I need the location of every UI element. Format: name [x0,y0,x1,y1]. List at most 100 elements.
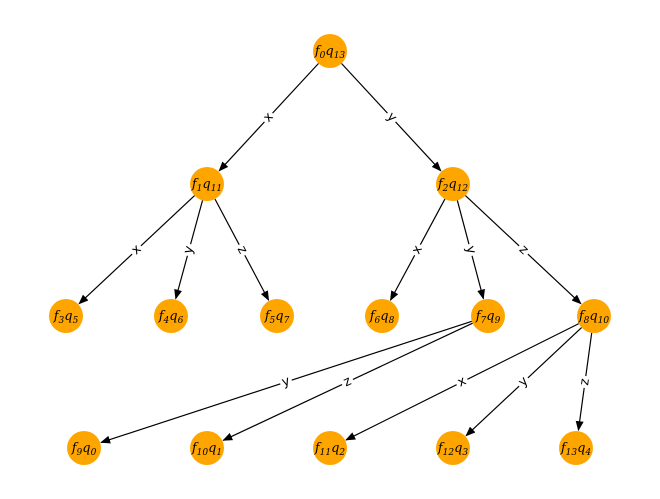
node-label-symbol: f [475,309,483,324]
node-label-symbol: f [369,309,377,324]
node-label-symbol: q [169,309,177,324]
node-label-symbol: q [577,441,585,456]
edge-label-n8-n13: z [576,374,593,389]
node-label-subscript: 1 [216,448,222,458]
node-n3: f3q5 [49,299,83,333]
node-label-symbol: f [560,441,568,456]
node-label-subscript: 0 [320,51,326,61]
node-label-symbol: f [437,441,445,456]
node-label-symbol: q [454,441,462,456]
node-n9: f9q0 [67,431,101,465]
node-n11: f11q2 [313,431,347,465]
edges-layer [78,63,593,444]
edge-label-n2-n8: z [514,240,534,260]
node-label-symbol: f [158,309,166,324]
node-n6: f6q8 [365,299,399,333]
node-label-subscript: 13 [334,51,346,61]
node-label-subscript: 7 [284,316,290,326]
node-n8: f8q10 [577,299,611,333]
node-label: f12q3 [437,441,469,458]
edge-label-text: z [577,377,593,386]
node-n2: f2q12 [436,167,470,201]
node-label-symbol: f [578,309,586,324]
node-label: f8q10 [578,309,610,326]
node-label-symbol: f [53,309,61,324]
edge-label-text: y [181,244,198,256]
node-n5: f5q7 [260,299,294,333]
node-circle [365,299,399,333]
edge-label-text: y [462,244,479,256]
node-label-subscript: 13 [566,448,578,458]
node-label-symbol: f [264,309,272,324]
node-label-subscript: 2 [442,184,449,194]
node-label-subscript: 4 [163,316,170,326]
node-circle [49,299,83,333]
node-label-subscript: 3 [462,448,468,458]
node-label-subscript: 5 [73,316,79,326]
edge-label-n7-n9: y [277,372,294,391]
node-label-subscript: 10 [598,316,610,326]
edge-label-n1-n3: x [126,240,146,260]
node-label: f9q0 [71,441,97,458]
node-label-symbol: q [202,177,210,192]
edge-label-n2-n7: y [462,242,480,258]
node-label-symbol: f [314,44,322,59]
node-label-symbol: q [82,441,90,456]
node-label-symbol: q [486,309,494,324]
node-label-subscript: 8 [584,316,590,326]
edge-label-n1-n4: y [179,242,198,258]
node-label: f2q12 [437,177,469,194]
node-label: f3q5 [53,309,79,326]
node-label-subscript: 1 [197,184,203,194]
node-label: f6q8 [369,309,395,326]
node-n0: f0q13 [313,34,347,68]
node-circle [313,34,347,68]
node-label-subscript: 6 [375,316,381,326]
node-label-subscript: 3 [59,316,65,326]
node-label-symbol: q [208,441,216,456]
node-n4: f4q6 [154,299,188,333]
node-circle [577,299,611,333]
node-label-symbol: q [331,441,339,456]
node-label: f11q2 [314,441,346,458]
node-label-symbol: f [191,177,199,192]
node-label-subscript: 9 [495,316,501,326]
edge-label-n1-n5: z [233,240,252,259]
edge-label-n0-n1: x [258,107,278,127]
node-label-symbol: f [314,441,322,456]
node-circle [67,431,101,465]
node-n10: f10q1 [190,431,224,465]
node-label: f10q1 [191,441,222,458]
node-label-symbol: q [589,309,597,324]
node-n1: f1q11 [190,167,224,201]
node-circle [436,431,470,465]
node-label-symbol: f [191,441,199,456]
node-label-subscript: 12 [457,184,469,194]
node-label: f4q6 [158,309,184,326]
node-circle [154,299,188,333]
node-label-subscript: 2 [338,448,345,458]
node-label-symbol: q [64,309,72,324]
node-circle [190,431,224,465]
node-label-subscript: 0 [91,448,97,458]
node-circle [190,167,224,201]
edge-label-n0-n2: y [382,107,402,127]
node-label: f7q9 [475,309,501,326]
node-label-symbol: q [275,309,283,324]
node-circle [313,431,347,465]
edge-label-n8-n11: x [453,372,471,391]
node-label: f1q11 [191,177,222,194]
node-label-subscript: 10 [197,448,209,458]
node-label-symbol: q [380,309,388,324]
node-label-symbol: f [71,441,79,456]
node-n13: f13q4 [559,431,593,465]
node-label-subscript: 6 [178,316,184,326]
node-label-symbol: q [448,177,456,192]
node-label-subscript: 8 [389,316,395,326]
node-label-symbol: f [437,177,445,192]
node-circle [436,167,470,201]
edge-label-n8-n12: y [513,372,533,392]
